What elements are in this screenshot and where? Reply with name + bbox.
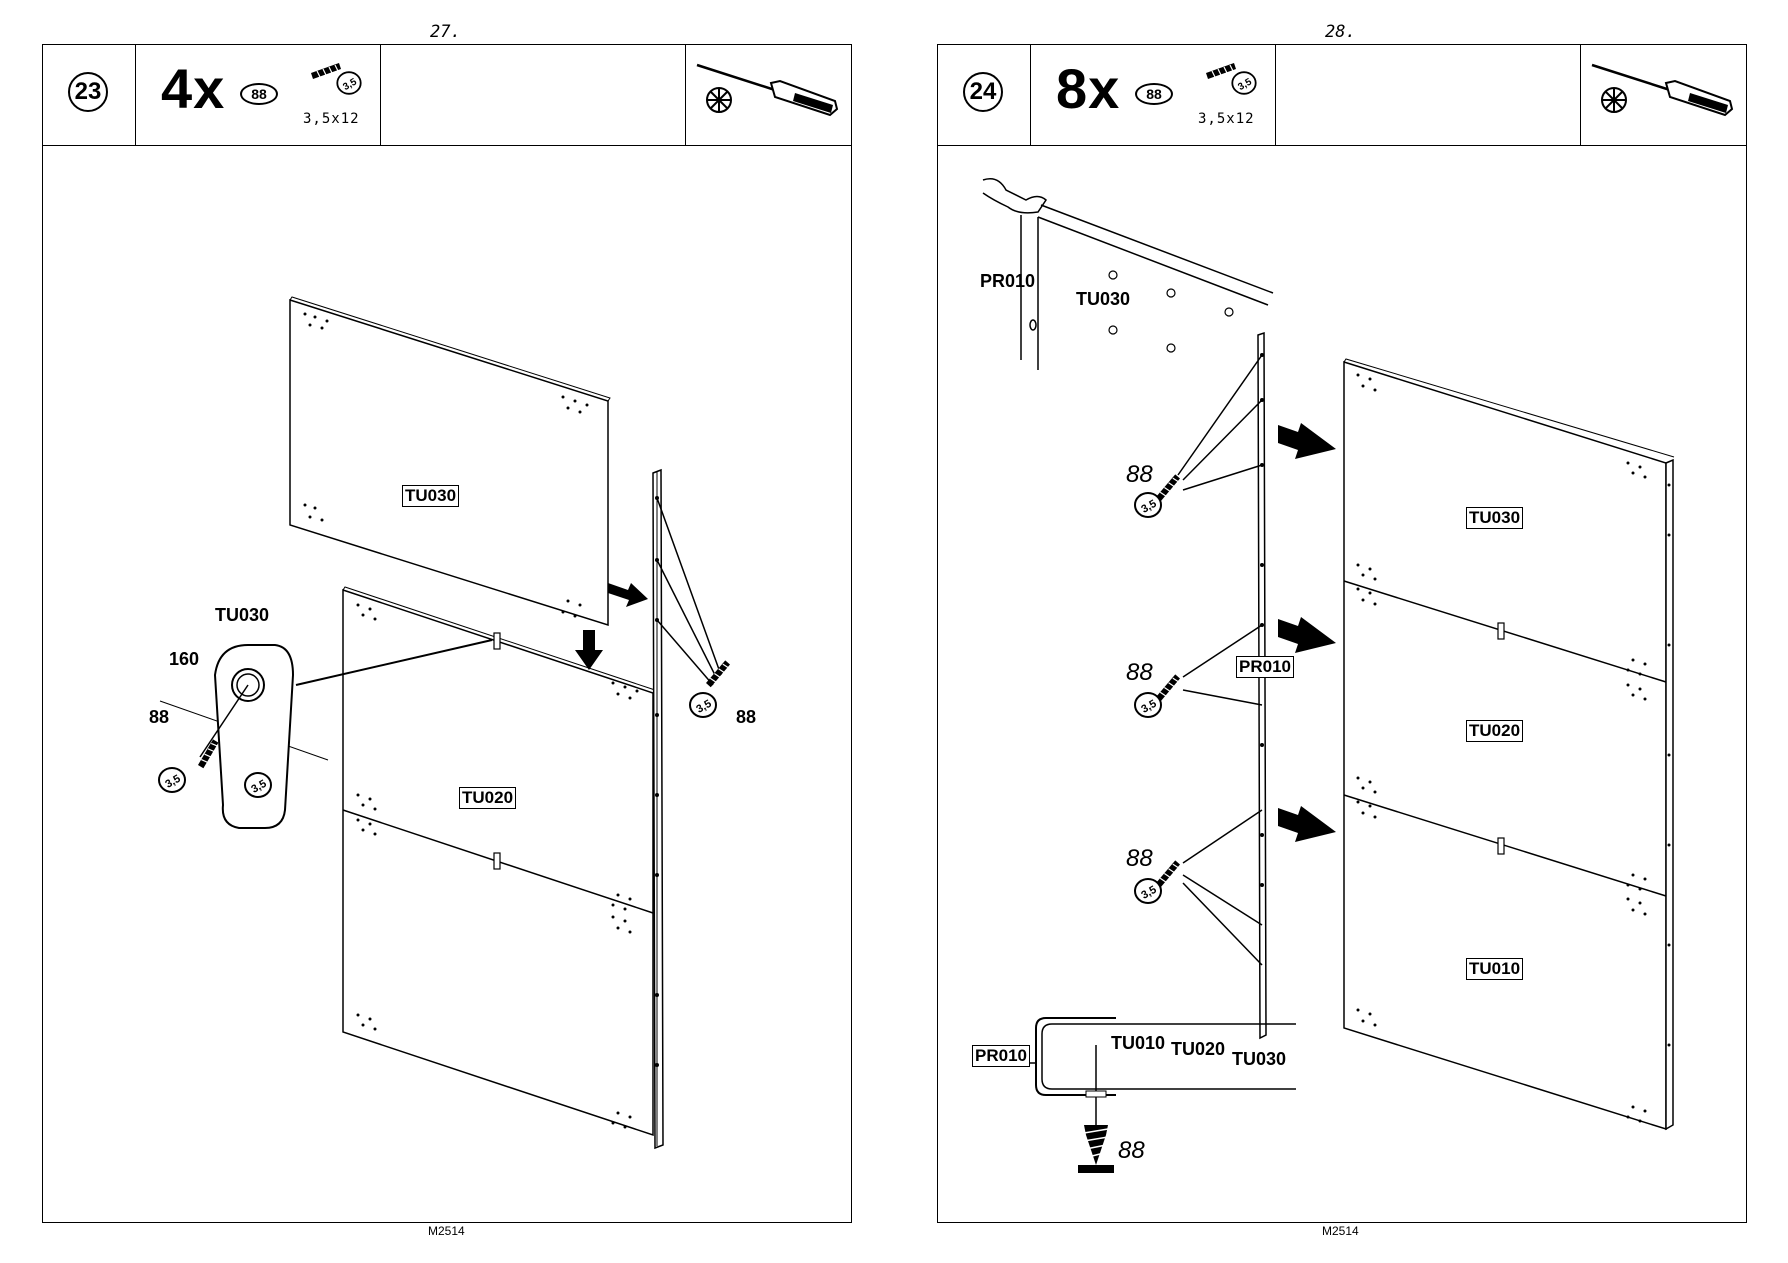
left-label-tu030: TU030 <box>402 485 460 507</box>
right-hardware-cell: 8x 88 3,5x12 <box>1030 45 1276 145</box>
left-assembly-drawing <box>158 296 736 1150</box>
left-arrow-right <box>608 583 648 607</box>
right-section-label-tu020: TU020 <box>1171 1039 1226 1059</box>
left-side-screw-group <box>656 497 736 718</box>
right-label-tu010: TU010 <box>1466 958 1524 980</box>
left-quantity: 4x <box>161 57 226 120</box>
right-label-tu030: TU030 <box>1466 507 1524 529</box>
right-footer: M2514 <box>1322 1224 1359 1238</box>
right-section-label-tu030: TU030 <box>1232 1049 1287 1069</box>
right-quantity: 8x <box>1056 57 1121 120</box>
left-arrow-down <box>575 630 603 670</box>
right-tool-cell <box>1580 45 1746 145</box>
right-detail-label-tu030: TU030 <box>1076 289 1131 309</box>
left-tool-cell <box>685 45 851 145</box>
left-side-label-88: 88 <box>736 707 757 727</box>
right-screw-icon <box>1205 62 1257 95</box>
screwdriver-icon <box>696 63 839 117</box>
right-screw-group-1 <box>1134 354 1263 518</box>
right-page-number: 28. <box>1325 22 1356 42</box>
right-step-number: 24 <box>963 72 1003 112</box>
right-screw-group-2 <box>1134 624 1263 718</box>
right-detail-label-pr010: PR010 <box>980 271 1036 291</box>
right-section-label-tu010: TU010 <box>1111 1033 1166 1053</box>
right-section-detail <box>1018 1017 1296 1173</box>
left-page-number: 27. <box>430 22 461 42</box>
left-screw-icon <box>310 62 362 95</box>
left-panel-tu030 <box>289 296 611 627</box>
left-step-number: 23 <box>68 72 108 112</box>
right-arrow-3 <box>1278 806 1336 842</box>
right-step-header: 24 8x 88 3,5x12 <box>938 45 1746 146</box>
left-detail-label-160: 160 <box>169 649 200 669</box>
right-empty-cell <box>1275 45 1581 145</box>
left-detail-bracket <box>158 639 493 829</box>
left-screw-size: 3,5x12 <box>303 111 360 127</box>
left-footer: M2514 <box>428 1224 465 1238</box>
right-panel-stack <box>1343 358 1675 1131</box>
right-label-pr010-profile: PR010 <box>1236 656 1294 678</box>
left-detail-label-tu030: TU030 <box>215 605 270 625</box>
right-side-profile <box>1257 331 1267 1040</box>
right-screw-size: 3,5x12 <box>1198 111 1255 127</box>
left-side-profile <box>652 468 664 1150</box>
right-detail-top <box>982 178 1274 370</box>
right-screw-label-2: 88 <box>1126 659 1153 686</box>
right-screw-group-3 <box>1134 809 1263 966</box>
right-assembly-drawing <box>982 178 1675 1173</box>
right-step-panel: 24 8x 88 3,5x12 <box>937 44 1747 1223</box>
left-hardware-cell: 4x 88 3,5x12 <box>135 45 381 145</box>
left-panel-tu020 <box>342 586 656 1137</box>
right-step-number-cell: 24 <box>938 45 1031 145</box>
left-empty-cell <box>380 45 686 145</box>
left-step-header: 23 4x 88 3,5x12 <box>43 45 851 146</box>
left-part-number: 88 <box>240 83 278 105</box>
right-section-label-pr010: PR010 <box>972 1045 1030 1067</box>
right-section-label-88: 88 <box>1118 1137 1145 1164</box>
left-step-panel: 23 4x 88 3,5x12 <box>42 44 852 1223</box>
right-screw-label-1: 88 <box>1126 461 1153 488</box>
right-arrow-2 <box>1278 617 1336 653</box>
right-part-number: 88 <box>1135 83 1173 105</box>
right-screw-label-3: 88 <box>1126 845 1153 872</box>
left-detail-label-88: 88 <box>149 707 170 727</box>
left-label-tu020: TU020 <box>459 787 517 809</box>
right-arrow-1 <box>1278 423 1336 459</box>
screwdriver-icon <box>1591 63 1734 117</box>
left-step-number-cell: 23 <box>43 45 136 145</box>
right-label-tu020: TU020 <box>1466 720 1524 742</box>
